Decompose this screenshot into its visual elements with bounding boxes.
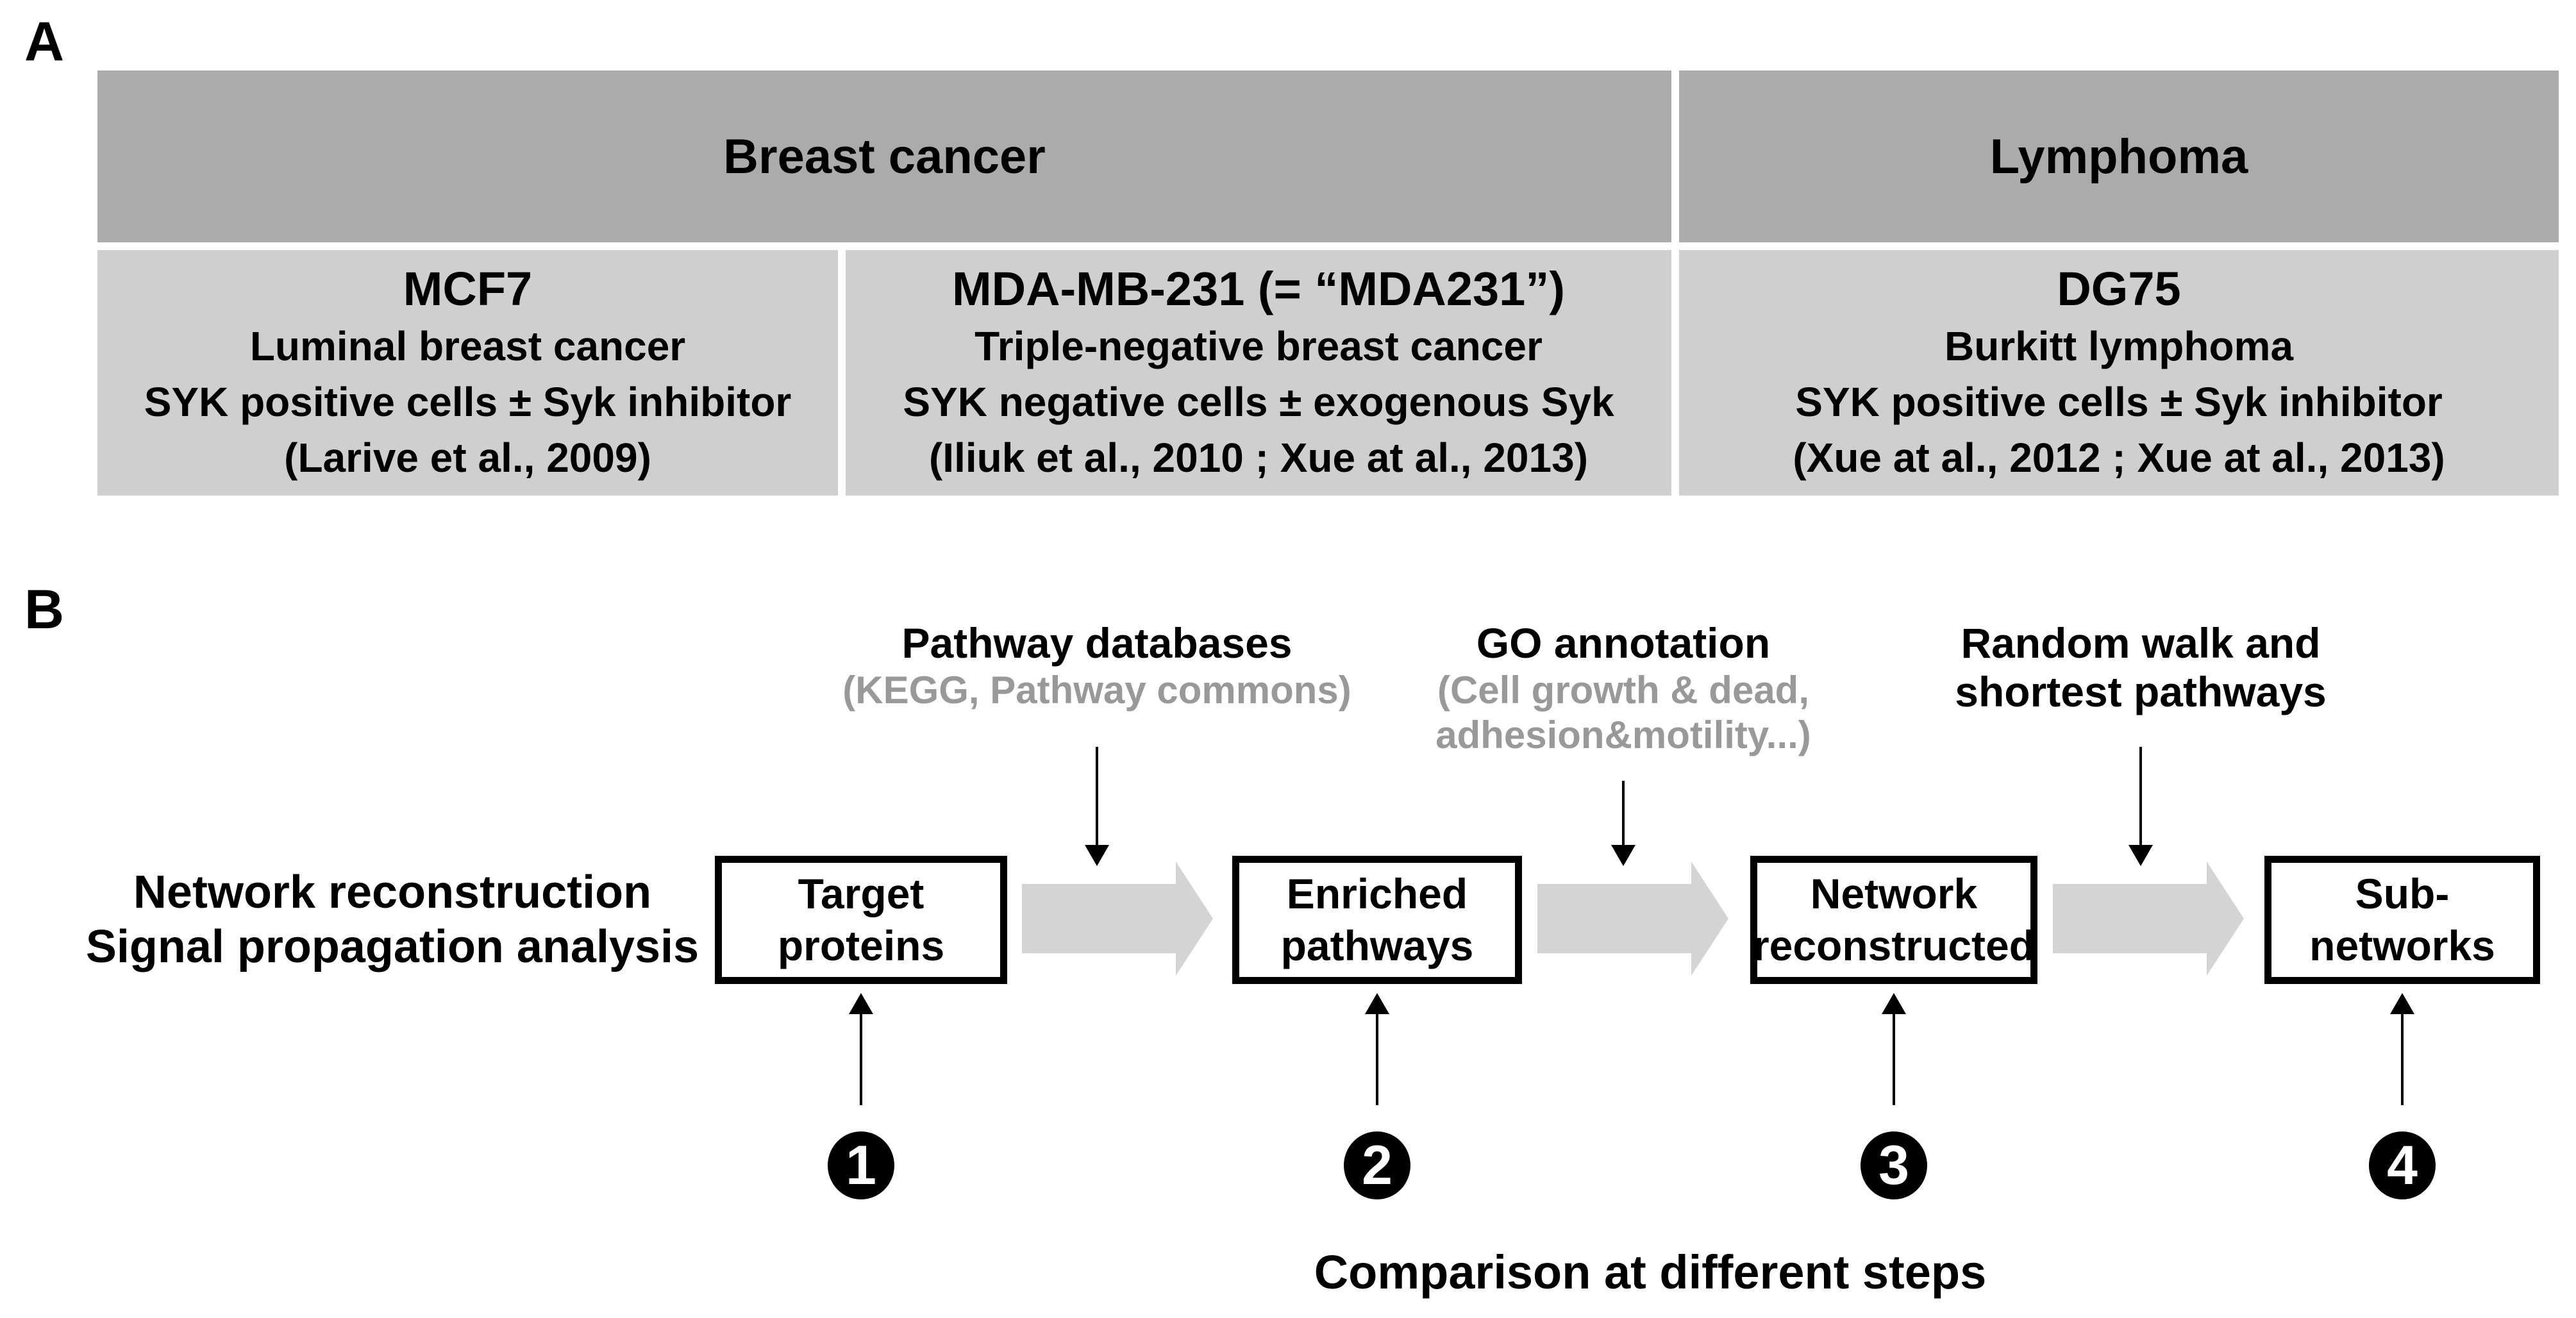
- block-arrow-head: [2207, 862, 2244, 976]
- arrow-head: [2390, 993, 2414, 1014]
- cell-line-table: Breast cancer Lymphoma MCF7 Luminal brea…: [97, 71, 2559, 496]
- arrow-line: [860, 1014, 862, 1105]
- table-header-breast-cancer: Breast cancer: [97, 71, 1671, 242]
- table-cell-dg75: DG75 Burkitt lymphoma SYK positive cells…: [1679, 250, 2559, 496]
- step-badge: 2: [1344, 1131, 1410, 1199]
- arrow-line: [1096, 747, 1098, 845]
- block-arrow-icon: [1022, 862, 1213, 976]
- flow-box-enriched-pathways: Enriched pathways: [1232, 856, 1522, 984]
- arrow-line: [1622, 781, 1625, 845]
- flow-box-target-proteins: Target proteins: [715, 856, 1007, 984]
- annotation-title: Random walk and shortest pathways: [1955, 619, 2327, 715]
- annotation-pathway-databases: Pathway databases (KEGG, Pathway commons…: [842, 619, 1351, 713]
- annotation-go-annotation: GO annotation (Cell growth & dead, adhes…: [1435, 619, 1811, 758]
- flow-box-sub-networks: Sub-networks: [2264, 856, 2540, 984]
- table-cell-mcf7: MCF7 Luminal breast cancer SYK positive …: [97, 250, 838, 496]
- block-arrow-head: [1691, 862, 1728, 976]
- cell-title: DG75: [2057, 262, 2181, 315]
- table-header-lymphoma: Lymphoma: [1679, 71, 2559, 242]
- annotation-subtitle: (KEGG, Pathway commons): [842, 668, 1351, 712]
- block-arrow-head: [1176, 862, 1213, 976]
- block-arrow-body: [1537, 884, 1691, 953]
- annotation-title: Pathway databases: [901, 619, 1292, 667]
- flow-left-label: Network reconstruction Signal propagatio…: [85, 867, 699, 972]
- annotation-title: GO annotation: [1476, 619, 1771, 667]
- annotation-subtitle: (Cell growth & dead, adhesion&motility..…: [1435, 668, 1811, 757]
- step-badge: 4: [2369, 1131, 2436, 1199]
- arrow-line: [2139, 747, 2142, 845]
- arrow-head: [1611, 845, 1635, 866]
- arrow-head: [1365, 993, 1389, 1014]
- block-arrow-body: [2053, 884, 2207, 953]
- cell-title: MDA-MB-231 (= “MDA231”): [952, 262, 1565, 315]
- cell-description: Burkitt lymphoma SYK positive cells ± Sy…: [1793, 323, 2445, 481]
- panel-b-label: B: [24, 579, 65, 640]
- table-cell-mda-mb-231: MDA-MB-231 (= “MDA231”) Triple-negative …: [846, 250, 1671, 496]
- cell-description: Luminal breast cancer SYK positive cells…: [144, 323, 792, 481]
- block-arrow-body: [1022, 884, 1176, 953]
- cell-description: Triple-negative breast cancer SYK negati…: [903, 323, 1614, 481]
- arrow-line: [2401, 1014, 2404, 1105]
- arrow-head: [849, 993, 873, 1014]
- arrow-line: [1893, 1014, 1895, 1105]
- annotation-random-walk: Random walk and shortest pathways: [1955, 619, 2327, 717]
- arrow-head: [2129, 845, 2153, 866]
- panel-a-label: A: [24, 11, 65, 72]
- block-arrow-icon: [2053, 862, 2244, 976]
- flow-box-network-reconstructed: Network reconstructed: [1750, 856, 2037, 984]
- step-badge: 3: [1861, 1131, 1927, 1199]
- arrow-head: [1085, 845, 1109, 866]
- arrow-line: [1376, 1014, 1378, 1105]
- arrow-head: [1882, 993, 1906, 1014]
- figure-caption: Comparison at different steps: [1314, 1246, 1987, 1299]
- block-arrow-icon: [1537, 862, 1728, 976]
- step-badge: 1: [828, 1131, 894, 1199]
- cell-title: MCF7: [403, 262, 533, 315]
